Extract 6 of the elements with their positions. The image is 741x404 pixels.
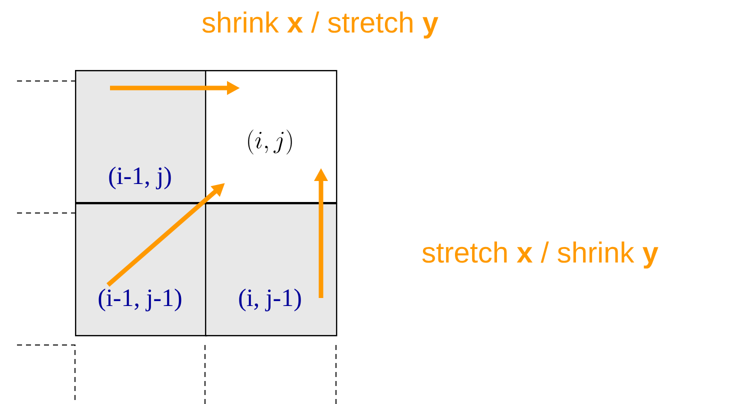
grid-cell: (i-1, j) xyxy=(75,70,208,204)
grid-cell: (i-1, j-1) xyxy=(75,203,208,336)
grid-cell: $(i, j)$ xyxy=(205,70,338,204)
edge-label: shrink x / stretch y xyxy=(200,10,440,40)
edge-label: stretch x / shrink y xyxy=(420,240,660,270)
grid-cell: (i, j-1) xyxy=(205,203,338,336)
